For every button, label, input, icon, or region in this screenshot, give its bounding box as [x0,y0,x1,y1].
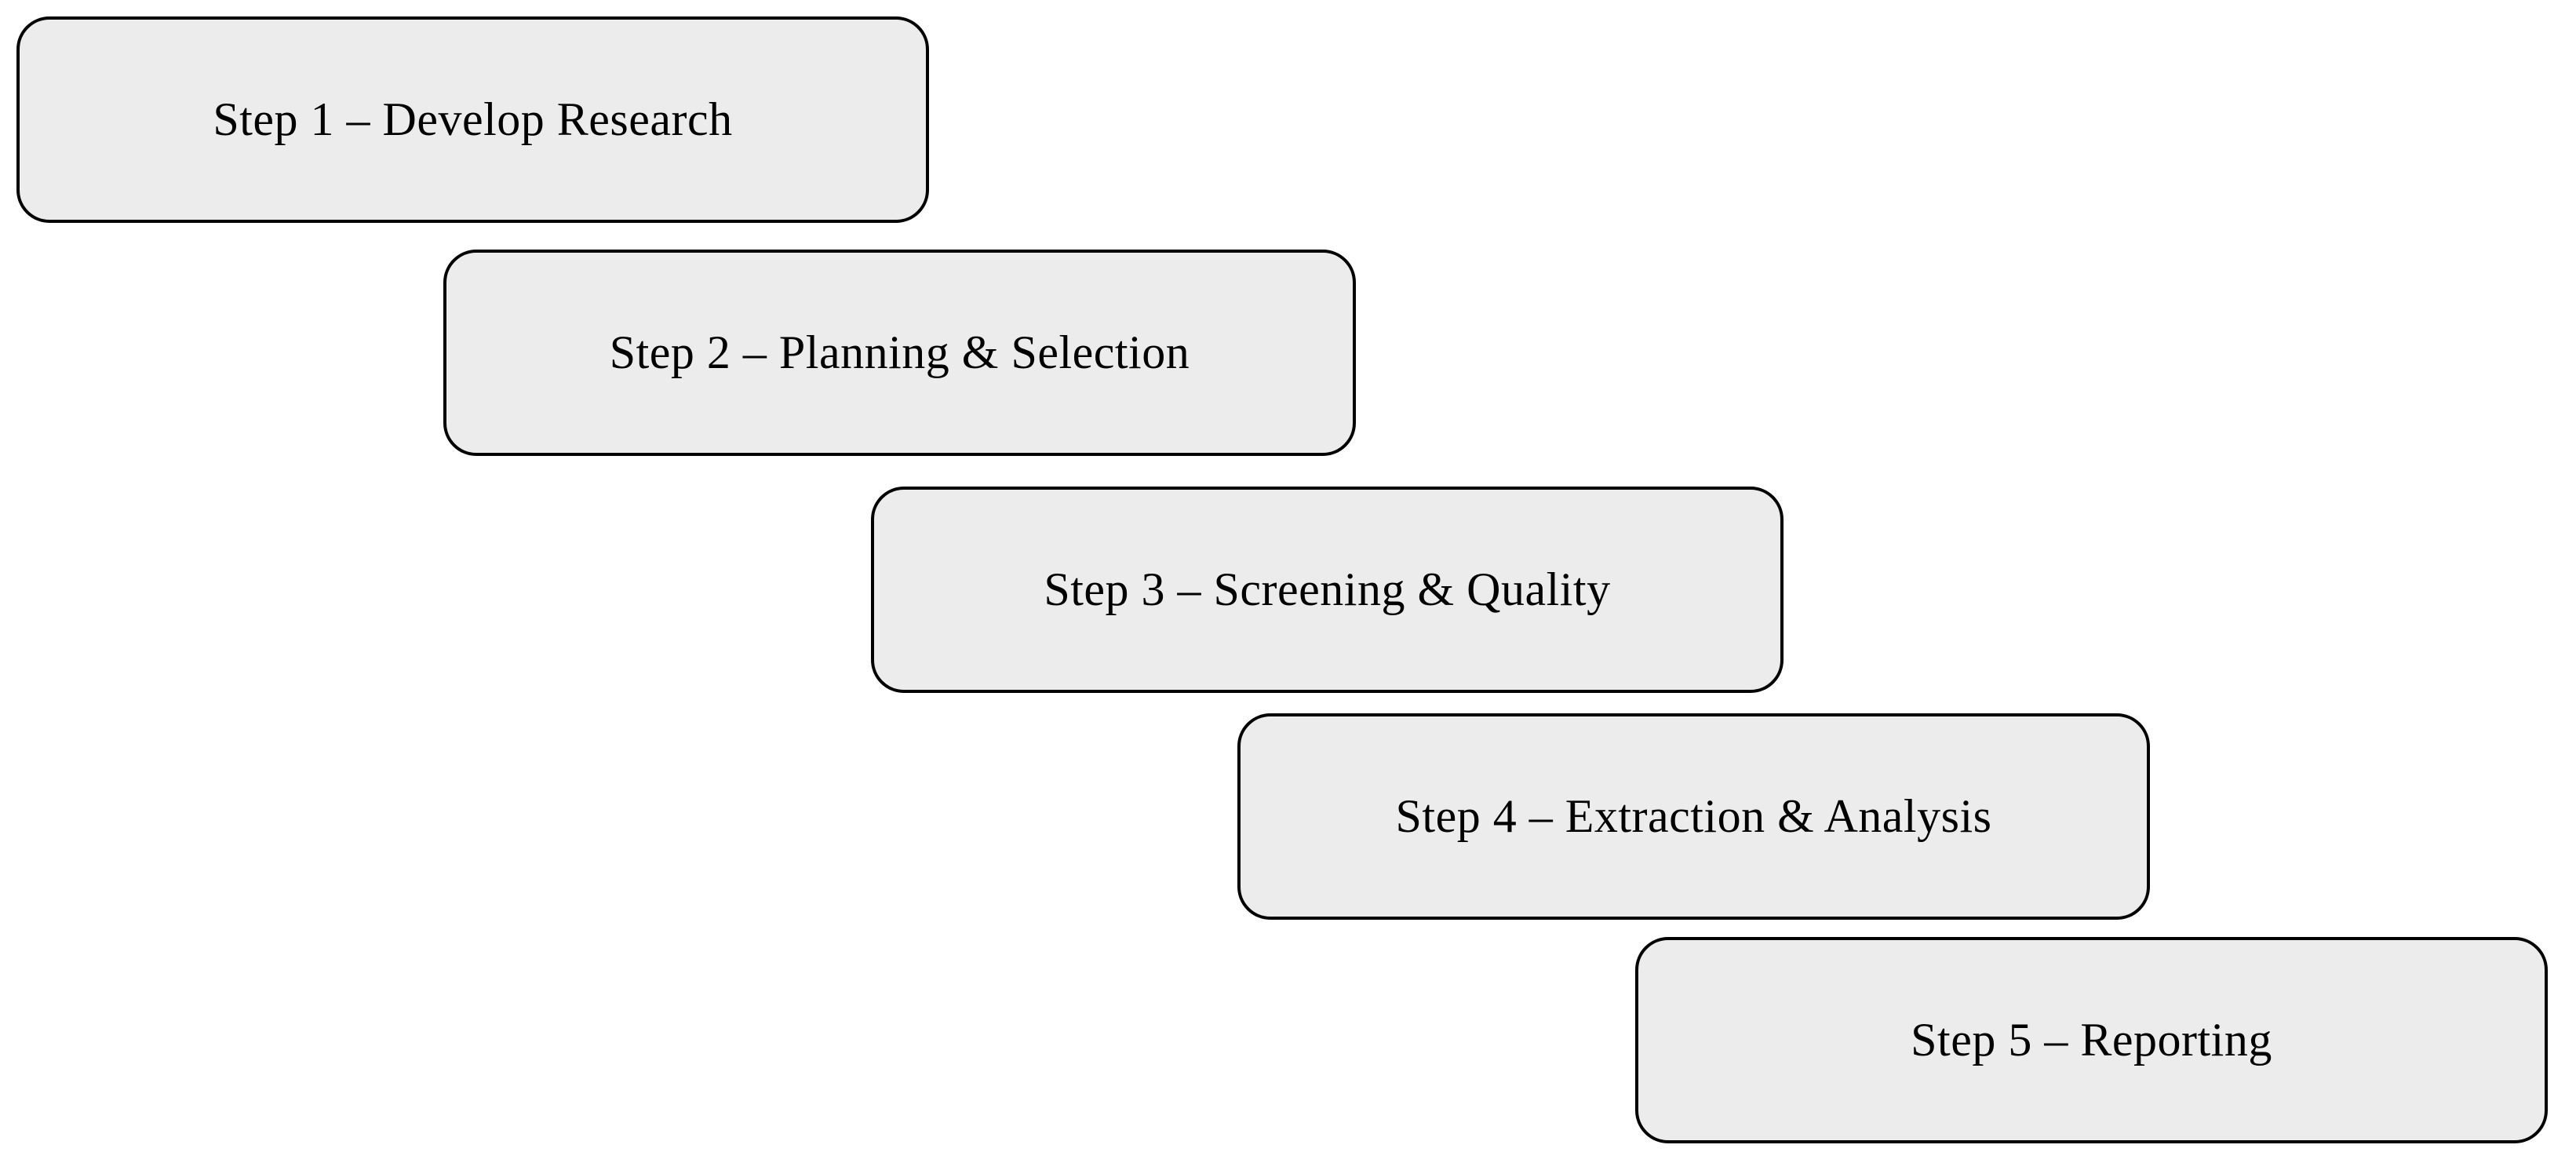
step-box-1: Step 1 – Develop Research [16,16,929,223]
step-box-4: Step 4 – Extraction & Analysis [1237,713,2150,920]
step-2-label: Step 2 – Planning & Selection [609,326,1190,378]
step-box-2: Step 2 – Planning & Selection [443,250,1356,456]
step-5-label: Step 5 – Reporting [1911,1014,2272,1066]
step-3-label: Step 3 – Screening & Quality [1044,563,1611,615]
step-1-label: Step 1 – Develop Research [213,93,733,145]
step-box-5: Step 5 – Reporting [1635,937,2548,1143]
step-box-3: Step 3 – Screening & Quality [871,487,1784,693]
step-4-label: Step 4 – Extraction & Analysis [1395,790,1992,842]
